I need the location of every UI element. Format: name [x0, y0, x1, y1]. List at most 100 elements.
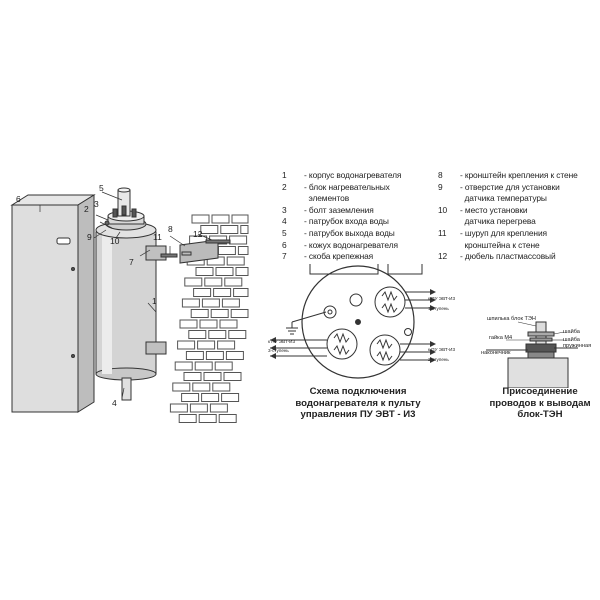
terminal-label-stud: шпилька блок ТЭН	[487, 316, 536, 322]
scheme-label-l2: 3-ступень	[268, 348, 289, 353]
brick	[199, 319, 218, 329]
brick	[231, 214, 249, 224]
legend-item-number: 11	[438, 227, 447, 238]
brick	[214, 361, 233, 371]
brick	[209, 403, 228, 413]
brick	[193, 288, 212, 297]
brick	[204, 277, 223, 287]
brick	[218, 414, 237, 423]
brick	[230, 309, 249, 318]
brick	[224, 277, 243, 287]
legend-item: 7 - скоба крепежная	[282, 251, 401, 263]
brick	[192, 382, 211, 392]
callout-8: 8	[168, 224, 173, 234]
legend-item-number: 7	[282, 251, 287, 262]
legend-item: 1 - корпус водонагревателя	[282, 170, 401, 182]
brick	[181, 298, 200, 308]
brick	[240, 225, 249, 234]
legend-item-number: 1	[282, 170, 287, 180]
callout-7: 7	[129, 257, 134, 267]
brick	[194, 361, 213, 371]
legend-item-number: 5	[282, 227, 287, 238]
legend-item-number: 12	[438, 251, 448, 262]
legend-item-text: - дюбель пластмассовый	[460, 251, 556, 262]
legend-item-text: - место установки датчика перегрева	[460, 204, 536, 227]
brick	[229, 235, 248, 245]
brick	[184, 277, 203, 287]
scheme-label-r2: 1-ступень	[428, 306, 449, 311]
brick	[197, 340, 216, 350]
brick	[178, 414, 197, 423]
terminal-label-spring-washer: шайба пружинная	[563, 337, 592, 349]
legend-item: 5 - патрубок выхода воды	[282, 228, 401, 240]
brick	[226, 256, 245, 266]
brick	[213, 288, 232, 297]
scheme-label-r3: к ПУ ЭВТ-И3	[428, 347, 456, 352]
legend-item-text: - блок нагревательных элементов	[304, 181, 390, 204]
scheme-caption: Схема подключения водонагревателя к пуль…	[295, 386, 421, 420]
callout-11: 11	[153, 232, 162, 242]
legend-item-text: - патрубок выхода воды	[304, 227, 395, 238]
scheme-label-r1: к ПУ ЭВТ-И3	[428, 296, 456, 301]
legend-item-text: - скоба крепежная	[304, 251, 374, 262]
brick	[201, 298, 220, 308]
brick	[179, 319, 198, 329]
legend-item: 12 - дюбель пластмассовый	[438, 251, 578, 263]
brick	[217, 340, 236, 350]
legend-item: 8- кронштейн крепления к стене	[438, 170, 578, 182]
legend-item-number: 9	[438, 181, 443, 192]
brick	[211, 214, 230, 224]
callout-10: 10	[110, 236, 120, 246]
brick	[220, 225, 239, 234]
brick	[235, 267, 249, 276]
tank-body	[95, 187, 167, 401]
legend-item-text: - шуруп для крепления кронштейна к стене	[460, 227, 547, 250]
brick	[223, 372, 242, 381]
legend-item: 10 - место установки датчика перегрева	[438, 205, 578, 228]
brick	[195, 267, 214, 276]
legend-item: 3- болт заземления	[282, 205, 401, 217]
callout-4: 4	[112, 398, 117, 408]
brick	[221, 393, 240, 402]
legend-item: 6- кожух водонагревателя	[282, 240, 401, 252]
brick	[169, 403, 188, 413]
brick	[208, 330, 227, 339]
callout-3: 3	[94, 199, 99, 209]
brick	[198, 414, 217, 423]
terminal-label-washer: шайба	[563, 329, 580, 335]
legend-left: 1 - корпус водонагревателя 2- блок нагрева…	[282, 170, 401, 263]
legend-item-text: - кожух водонагревателя	[304, 239, 398, 250]
callout-6: 6	[16, 194, 21, 204]
legend-item-number: 10	[438, 204, 448, 215]
brick	[172, 382, 191, 392]
brick	[215, 267, 234, 276]
callout-12: 12	[193, 229, 203, 239]
brick	[219, 319, 238, 329]
legend-item: 9 - отверстие для установки датчика темпе…	[438, 182, 578, 205]
terminal-detail	[486, 321, 578, 388]
scheme-label-l1: к ПУ ЭВТ-И3	[268, 339, 296, 344]
brick	[237, 246, 249, 255]
wiring-scheme	[270, 264, 436, 379]
brick	[203, 372, 222, 381]
brick	[181, 393, 200, 402]
leader-lines	[39, 191, 213, 399]
brick	[205, 351, 224, 360]
brick	[200, 225, 219, 234]
wall-bracket	[160, 239, 231, 264]
brick	[185, 351, 204, 360]
terminal-label-nut: гайка М4	[489, 335, 513, 341]
legend-item-text: - корпус водонагревателя	[304, 170, 402, 180]
legend-item: 4 - патрубок входа воды	[282, 216, 401, 228]
brick	[201, 393, 220, 402]
legend-item-text: - патрубок входа воды	[304, 216, 389, 227]
legend-item: 2- блок нагревательных элементов	[282, 182, 401, 205]
legend-item-text: - отверстие для установки датчика темпер…	[460, 181, 560, 204]
brick	[188, 330, 207, 339]
legend-item-number: 8	[438, 170, 443, 180]
heater-casing	[10, 194, 96, 413]
brick	[190, 309, 209, 318]
legend-item-text: - болт заземления	[304, 204, 374, 215]
legend-item-number: 4	[282, 216, 287, 227]
